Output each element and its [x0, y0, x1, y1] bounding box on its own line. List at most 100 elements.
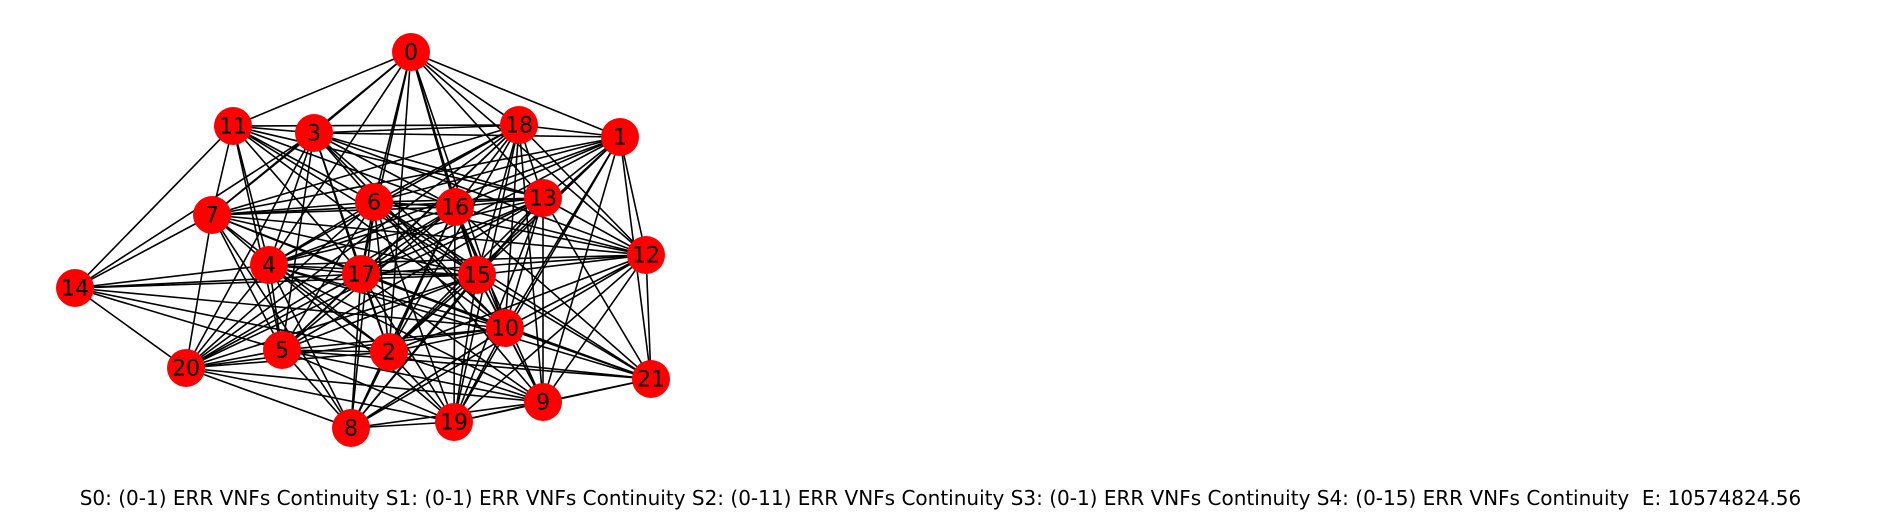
edge-18-12 — [518, 124, 647, 256]
node-8: 8 — [332, 409, 370, 447]
edge-8-10 — [350, 327, 506, 429]
edge-16-12 — [454, 206, 647, 256]
edge-17-20 — [185, 273, 362, 369]
node-4: 4 — [250, 246, 288, 284]
edge-6-12 — [373, 201, 647, 256]
node-6: 6 — [355, 183, 393, 221]
edge-18-4 — [268, 124, 520, 266]
node-circle — [355, 183, 393, 221]
node-label: 13 — [529, 187, 557, 212]
edge-6-2 — [373, 201, 390, 353]
edge-11-17 — [232, 125, 362, 275]
edge-18-2 — [388, 124, 520, 353]
edge-14-2 — [74, 287, 390, 353]
edge-10-21 — [504, 327, 652, 380]
node-circle — [524, 179, 562, 217]
node-label: 1 — [613, 126, 627, 151]
edge-14-20 — [74, 287, 187, 369]
node-5: 5 — [263, 331, 301, 369]
node-15: 15 — [458, 256, 496, 294]
node-circle — [486, 309, 524, 347]
edge-13-4 — [268, 197, 544, 266]
node-18: 18 — [500, 106, 538, 144]
node-label: 12 — [632, 244, 660, 269]
edge-16-21 — [454, 206, 652, 380]
edge-7-20 — [185, 214, 213, 369]
edge-0-18 — [410, 51, 520, 126]
edge-20-19 — [185, 367, 455, 423]
edge-14-5 — [74, 287, 283, 351]
node-2: 2 — [370, 333, 408, 371]
node-circle — [263, 331, 301, 369]
node-circle — [332, 409, 370, 447]
node-19: 19 — [435, 403, 473, 441]
edge-15-21 — [476, 274, 652, 380]
node-label: 19 — [440, 411, 468, 436]
node-label: 0 — [404, 41, 418, 66]
edge-3-7 — [211, 132, 315, 216]
edge-6-10 — [373, 201, 506, 329]
node-label: 9 — [536, 391, 550, 416]
status-caption: S0: (0-1) ERR VNFs Continuity S1: (0-1) … — [79, 486, 1802, 510]
edge-4-19 — [268, 264, 455, 423]
node-label: 7 — [205, 204, 219, 229]
node-circle — [295, 114, 333, 152]
edge-4-9 — [268, 264, 544, 403]
node-circle — [342, 255, 380, 293]
edge-16-8 — [350, 206, 456, 429]
node-label: 17 — [347, 263, 375, 288]
node-1: 1 — [601, 118, 639, 156]
node-circle — [458, 256, 496, 294]
node-circle — [627, 236, 665, 274]
node-20: 20 — [167, 349, 205, 387]
node-circle — [56, 269, 94, 307]
edge-15-5 — [281, 274, 478, 351]
edge-1-9 — [542, 136, 621, 403]
edge-3-18 — [313, 124, 520, 134]
node-12: 12 — [627, 236, 665, 274]
edge-12-19 — [453, 254, 647, 423]
edge-15-20 — [185, 274, 478, 369]
edge-14-4 — [74, 264, 270, 289]
edge-15-8 — [350, 274, 478, 429]
node-0: 0 — [392, 33, 430, 71]
node-21: 21 — [632, 360, 670, 398]
edges-layer — [74, 51, 652, 429]
node-circle — [250, 246, 288, 284]
node-circle — [435, 403, 473, 441]
edge-18-7 — [211, 124, 520, 216]
node-label: 3 — [307, 122, 321, 147]
edge-12-21 — [645, 254, 652, 380]
edge-4-21 — [268, 264, 652, 380]
node-label: 11 — [219, 115, 247, 140]
edge-11-15 — [232, 125, 478, 276]
edge-7-14 — [74, 214, 213, 289]
node-circle — [214, 107, 252, 145]
edge-3-20 — [185, 132, 315, 369]
edge-6-4 — [268, 201, 375, 266]
edge-15-19 — [453, 274, 478, 423]
edge-12-4 — [268, 254, 647, 266]
node-label: 14 — [61, 277, 89, 302]
node-7: 7 — [193, 196, 231, 234]
edge-17-9 — [360, 273, 544, 403]
edge-7-2 — [211, 214, 390, 353]
edge-13-12 — [542, 197, 647, 256]
edge-0-1 — [410, 51, 621, 138]
edge-4-10 — [268, 264, 506, 329]
edge-1-7 — [211, 136, 621, 216]
edge-10-2 — [388, 327, 506, 353]
node-circle — [436, 188, 474, 226]
node-circle — [392, 33, 430, 71]
node-circle — [632, 360, 670, 398]
edge-16-9 — [454, 206, 544, 403]
edge-4-2 — [268, 264, 390, 353]
edge-16-20 — [185, 206, 456, 369]
edge-13-21 — [542, 197, 652, 380]
edge-0-11 — [232, 51, 412, 127]
node-circle — [167, 349, 205, 387]
node-14: 14 — [56, 269, 94, 307]
node-label: 2 — [382, 341, 396, 366]
